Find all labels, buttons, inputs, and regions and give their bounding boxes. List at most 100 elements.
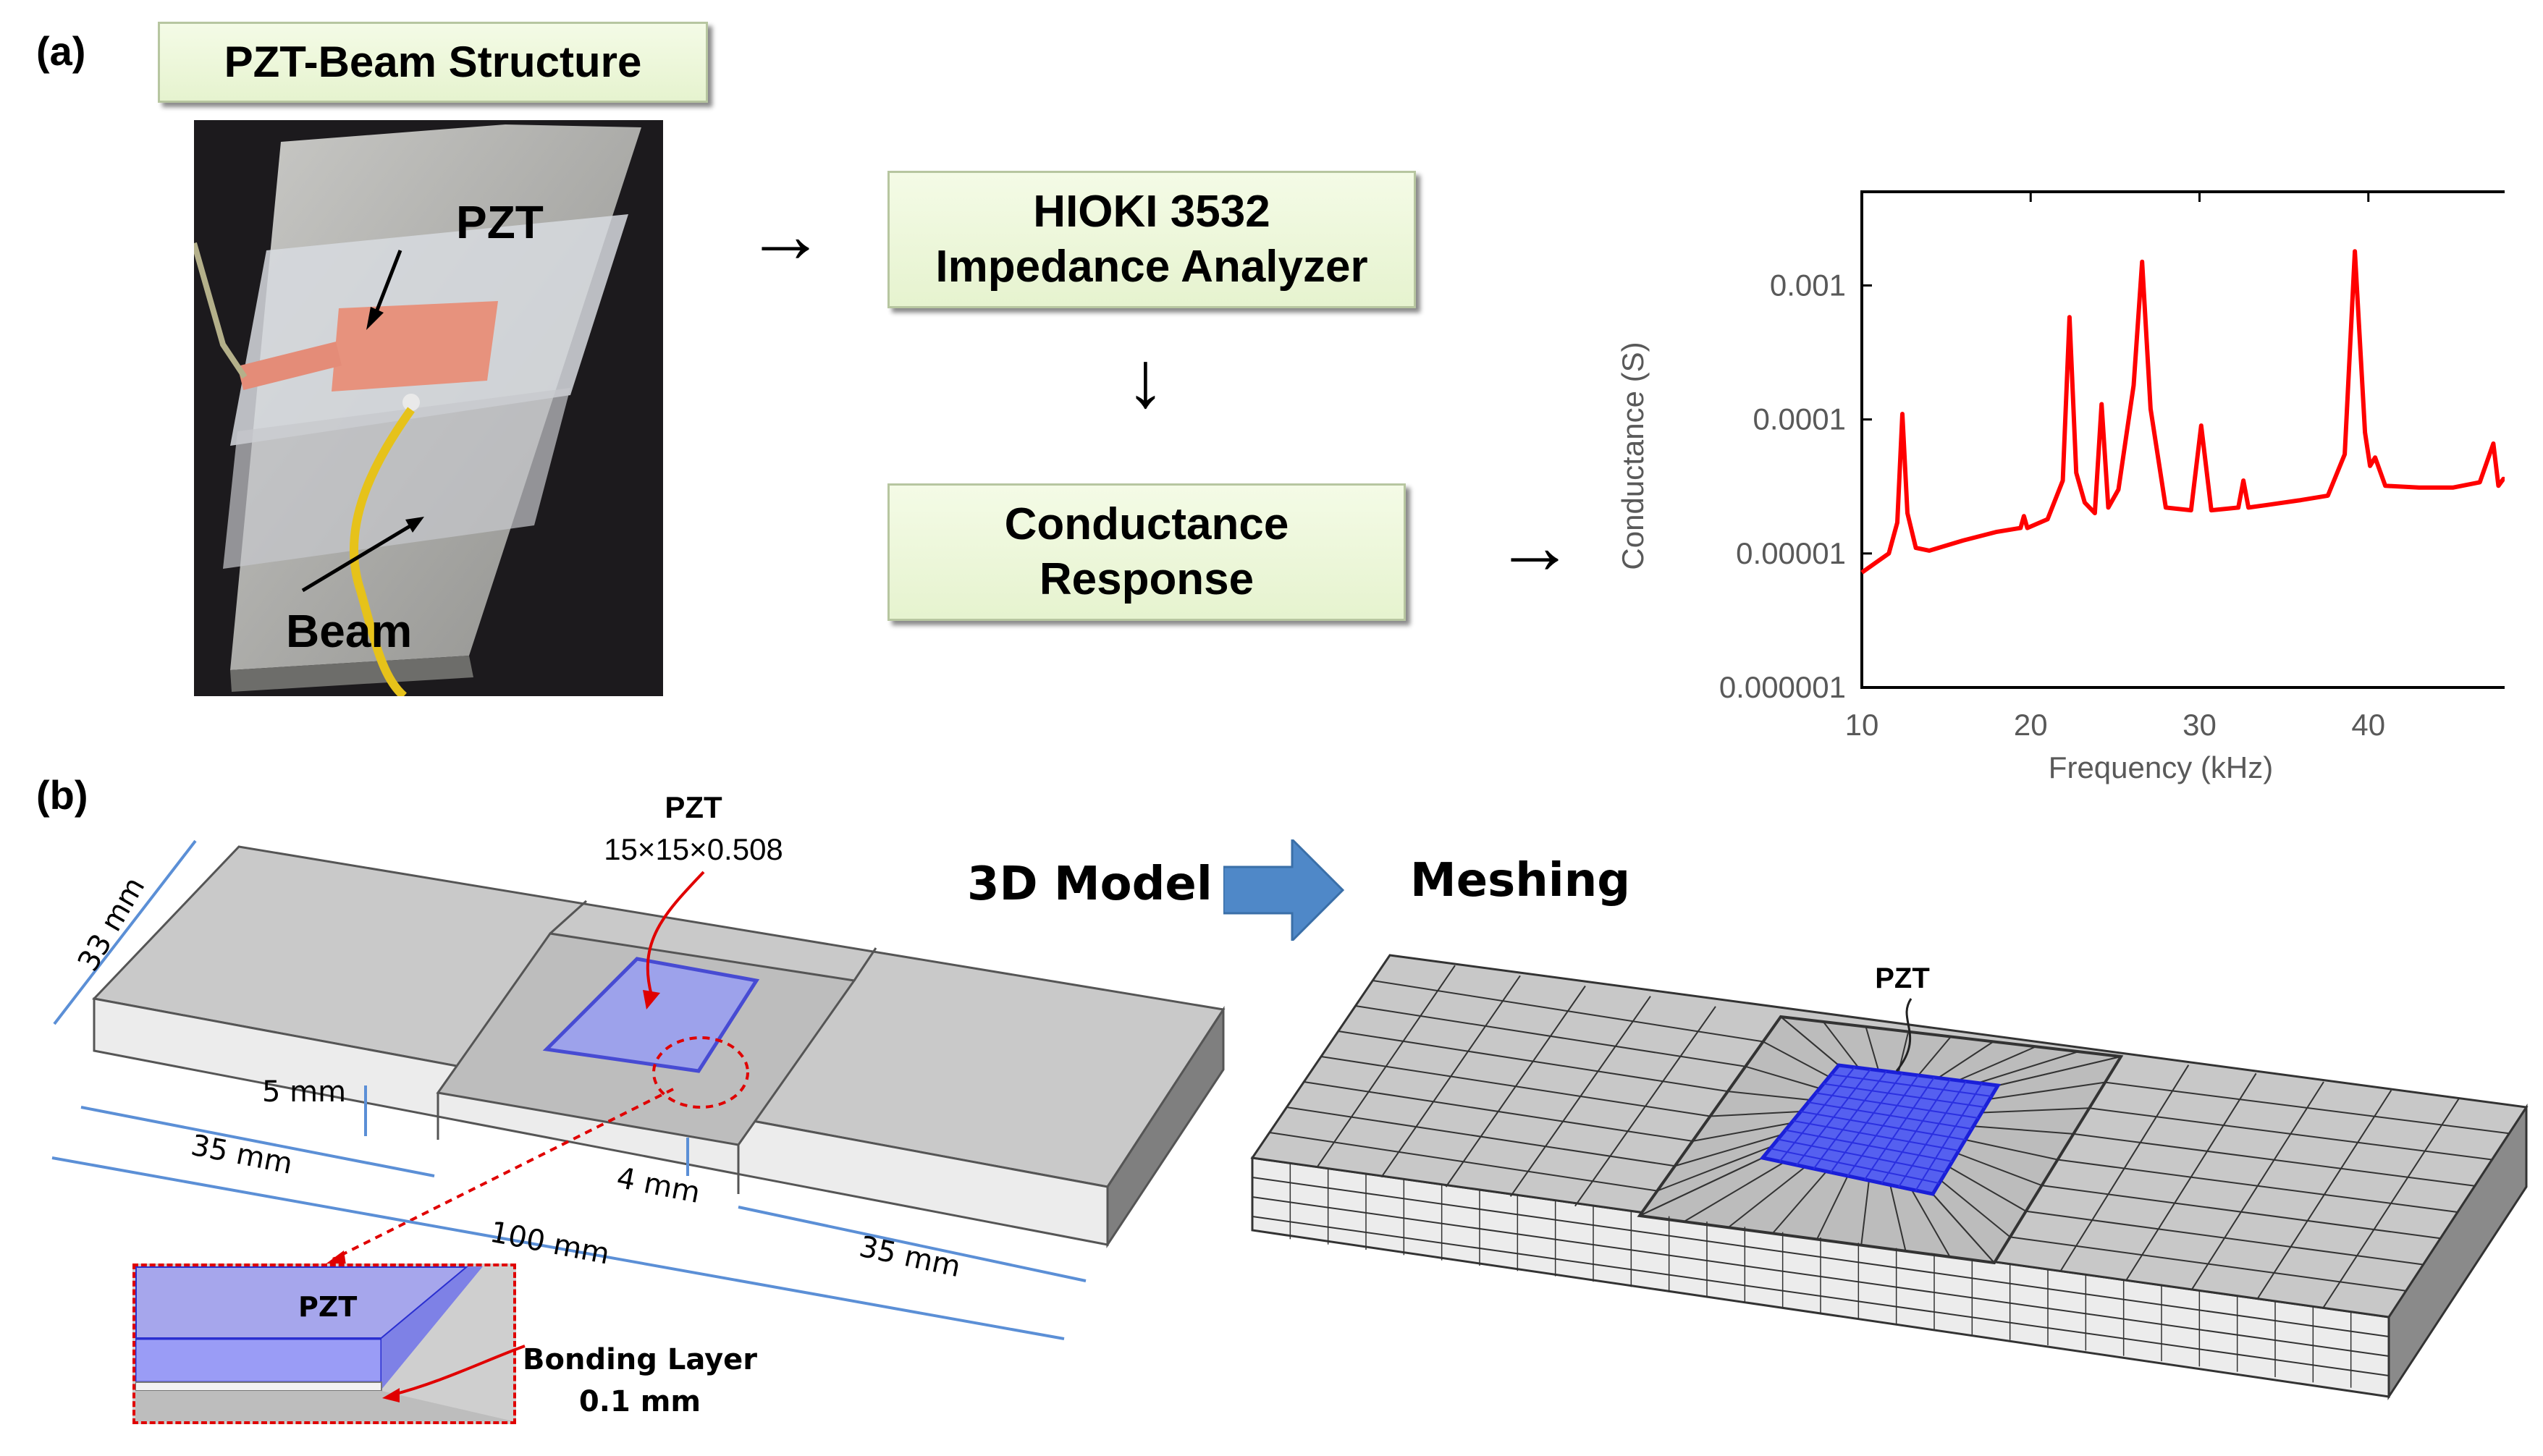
- arrow-right-1-icon: →: [746, 190, 825, 279]
- mesh-line: [2256, 1090, 2392, 1300]
- inset-bond-pointer: [382, 1345, 526, 1402]
- tape-lower: [223, 388, 570, 569]
- pzt-mesh-line: [1898, 1080, 1967, 1188]
- y-tick-label: 0.0001: [1753, 402, 1846, 436]
- pzt-patch-3d: [542, 957, 760, 1073]
- pzt-red-pointer: [646, 871, 705, 996]
- chart-frame: [1860, 190, 2505, 689]
- analyzer-box: HIOKI 3532 Impedance Analyzer: [887, 171, 1416, 308]
- solder-point: [402, 394, 420, 411]
- mesh-grid: [1252, 965, 2510, 1388]
- photo-drawing: [194, 124, 641, 696]
- mesh-pzt-pointer: [1895, 998, 1912, 1072]
- beam-side-face: [1106, 1005, 1225, 1248]
- panel-b-label: (b): [36, 772, 88, 818]
- pzt-pointer: [373, 250, 402, 316]
- bonding-layer-label: Bonding Layer 0.1 mm: [523, 1339, 757, 1423]
- bonding-inset: PZT: [132, 1264, 516, 1424]
- x-tick-label: 10: [1845, 708, 1879, 742]
- mesh-radial-line: [1949, 1166, 2027, 1212]
- mesh-radial-line: [1957, 1152, 2042, 1187]
- chart-ylabel: Conductance (S): [1616, 342, 1650, 570]
- dim-right-length-line: [738, 1206, 1087, 1282]
- y-tick-label: 0.001: [1770, 268, 1846, 302]
- bond-pointer-head: [382, 1388, 400, 1402]
- pzt-mesh-line: [1915, 1083, 1983, 1191]
- mesh-radial-line: [1932, 1193, 1995, 1264]
- response-line2: Response: [1039, 554, 1254, 604]
- y-tick-label: 0.00001: [1736, 536, 1846, 570]
- pzt-lead: [237, 342, 342, 390]
- mesh-label: Meshing: [1410, 854, 1631, 907]
- arrow-down-icon: ↓: [1126, 335, 1165, 424]
- pzt-mesh-line: [1831, 1073, 1992, 1097]
- pzt-mesh-line: [1815, 1092, 1979, 1119]
- dim-right-length: 35 mm: [856, 1230, 963, 1284]
- bonding-layer-line1: Bonding Layer: [523, 1343, 758, 1376]
- mesh-radial-line: [1780, 1016, 1839, 1066]
- edge-line: [549, 900, 588, 935]
- mesh-radial-line: [1978, 1051, 2079, 1084]
- pzt-mesh-line: [1847, 1075, 1919, 1177]
- detail-circle: [652, 1036, 749, 1109]
- analyzer-line1: HIOKI 3532: [1033, 187, 1270, 237]
- dim-left-length: 35 mm: [188, 1129, 295, 1181]
- analyzer-line2: Impedance Analyzer: [935, 242, 1368, 292]
- mesh-radial-line: [1937, 1041, 1994, 1079]
- response-box: Conductance Response: [887, 483, 1406, 621]
- conductance-series-line: [1860, 249, 2505, 575]
- inset-drawing: [135, 1266, 513, 1421]
- x-tick-label: 20: [2014, 708, 2048, 742]
- bond-pointer-line: [390, 1345, 526, 1397]
- pzt-red-pointer-head: [643, 990, 660, 1010]
- pzt-pointer-head: [366, 307, 384, 330]
- pzt-mesh-line: [1864, 1077, 1935, 1180]
- mesh-line: [2322, 1098, 2460, 1309]
- inset-pzt-side: [135, 1337, 383, 1384]
- pzt-dims-label: 15×15×0.508: [604, 832, 783, 866]
- arrow-right-2-icon: →: [1495, 501, 1574, 591]
- bonding-layer-line2: 0.1 mm: [578, 1385, 701, 1418]
- panel-a-label: (a): [36, 28, 86, 74]
- dimension-lines: [51, 839, 1087, 1340]
- mesh-radial-line: [1918, 1036, 1952, 1076]
- mesh-radial-line: [1763, 1041, 1830, 1078]
- edge-line: [853, 947, 877, 981]
- dim-total-length-line: [51, 1156, 1065, 1340]
- mesh-model: PZT: [1250, 954, 2529, 1401]
- chart-xlabel: Frequency (kHz): [2049, 750, 2273, 784]
- mesh-radial-line: [1940, 1180, 2011, 1238]
- chart-plot-area: [1860, 190, 2505, 689]
- response-line1: Conductance: [1004, 499, 1289, 550]
- dim-width-line: [53, 839, 197, 1025]
- mesh-radial-line: [1745, 1065, 1821, 1089]
- wire-yellow: [350, 407, 415, 696]
- mesh-line: [1574, 1006, 1716, 1207]
- mesh-radial-line: [1997, 1056, 2122, 1086]
- pzt-mesh-line: [1808, 1101, 1973, 1130]
- mesh-line: [2190, 1081, 2324, 1291]
- beam-pointer-head: [405, 517, 424, 533]
- x-tick-label: 40: [2351, 708, 2385, 742]
- wire-left: [194, 242, 248, 379]
- mesh-radial-line: [1727, 1166, 1806, 1229]
- mesh-radial-line: [1989, 1081, 2106, 1100]
- pzt-mesh-line: [1881, 1079, 1951, 1184]
- mesh-radial-line: [1965, 1139, 2058, 1161]
- mesh-pzt-label: PZT: [1875, 962, 1930, 994]
- beam-3d-model: 33 mm 5 mm 35 mm 4 mm 100 mm 35 mm PZT 1…: [51, 796, 1226, 1340]
- photo-label-pzt: PZT: [456, 196, 544, 248]
- inset-bond-layer: [135, 1381, 382, 1392]
- pzt-patch: [332, 301, 498, 391]
- model-label: 3D Model: [967, 858, 1213, 911]
- mesh-radial-line: [1710, 1111, 1801, 1117]
- mesh-radial-line: [1865, 1026, 1879, 1071]
- mesh-line: [1445, 985, 1586, 1188]
- mesh-radial-line: [1639, 1157, 1763, 1216]
- inset-beam: [135, 1391, 513, 1421]
- dim-left-thickness: 5 mm: [262, 1075, 346, 1109]
- mesh-radial-line: [1889, 1185, 1907, 1251]
- mesh-line: [1509, 996, 1651, 1197]
- mesh-radial-line: [1957, 1046, 2036, 1081]
